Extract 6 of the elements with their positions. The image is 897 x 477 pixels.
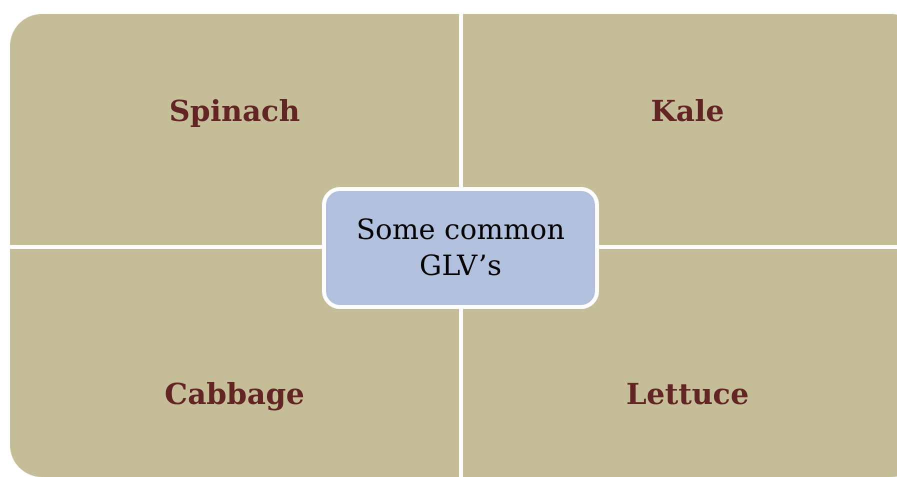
center-box <box>322 187 599 309</box>
quadrant-title: Spinach <box>168 94 301 128</box>
quadrant-title: Kale <box>650 94 726 128</box>
center-title: Some common GLV’s <box>355 212 566 284</box>
quadrant-title: Cabbage <box>164 377 306 411</box>
quadrant-title: Lettuce <box>625 377 750 411</box>
